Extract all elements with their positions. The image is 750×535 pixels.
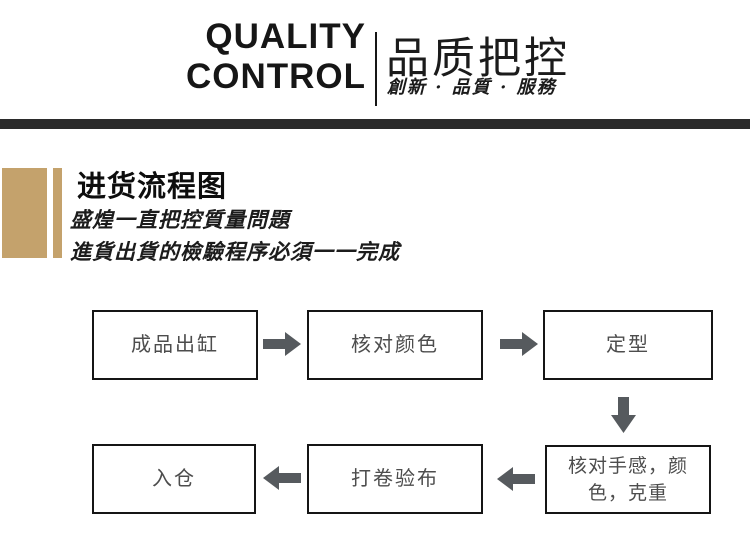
arrow-left-icon [497, 467, 535, 491]
flow-step-setting: 定型 [543, 310, 713, 380]
brand-logo-line2: CONTROL [185, 57, 366, 96]
arrow-down-icon [611, 397, 636, 433]
arrow-left-icon [263, 466, 301, 490]
accent-block [2, 168, 47, 258]
header-divider-bar [0, 119, 750, 129]
arrow-right-icon [500, 332, 538, 356]
flow-step-check-color: 核对颜色 [307, 310, 483, 380]
flow-step-check-feel-color-weight: 核对手感，颜色，克重 [545, 445, 711, 514]
brand-title-cn: 品质把控 [386, 35, 570, 83]
section-note-line1: 盛煌一直把控質量問題 [70, 207, 290, 232]
brand-slogan: 創新 · 品質 · 服務 [387, 77, 557, 98]
section-note-line2: 進貨出貨的檢驗程序必須一一完成 [70, 239, 400, 264]
accent-bar [53, 168, 62, 258]
flow-step-rolling-inspection: 打卷验布 [307, 444, 483, 514]
brand-logo-line1: QUALITY [205, 17, 366, 56]
flow-step-into-warehouse: 入仓 [92, 444, 256, 514]
flow-step-finished-out-of-vat: 成品出缸 [92, 310, 258, 380]
brand-logo: QUALITY CONTROL [150, 17, 366, 97]
arrow-right-icon [263, 332, 301, 356]
section-title: 进货流程图 [77, 171, 228, 203]
logo-divider [375, 32, 377, 106]
